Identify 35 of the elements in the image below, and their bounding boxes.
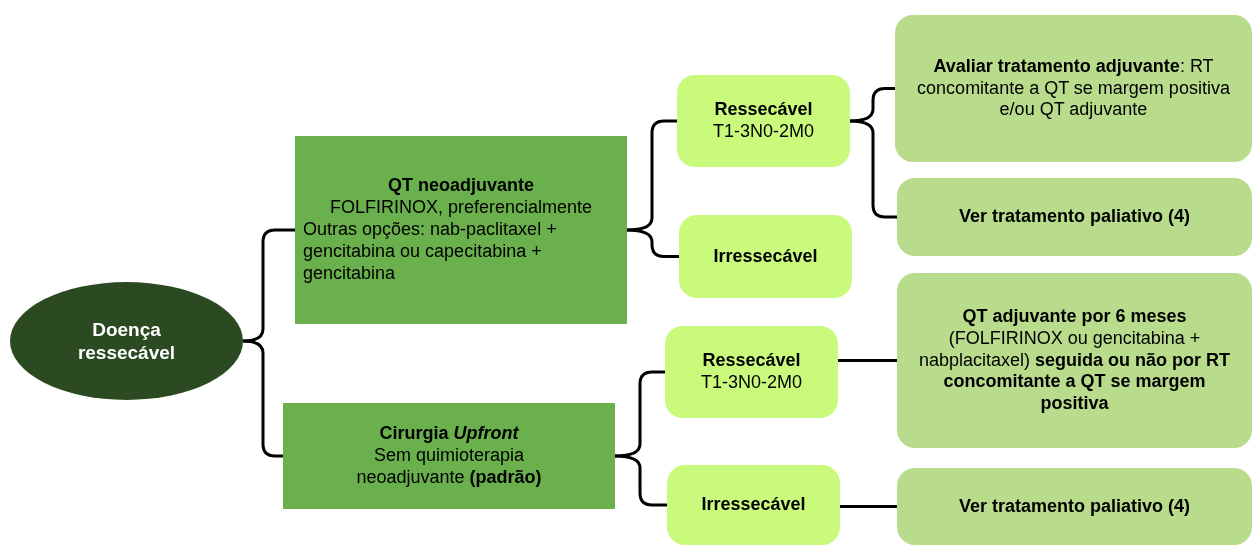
recommendation-box — [897, 178, 1252, 256]
node-text: FOLFIRINOX, preferencialmente — [328, 197, 594, 219]
node-title: Cirurgia Upfront — [378, 423, 520, 445]
recommendation-box — [897, 468, 1252, 545]
recommendation-box — [895, 15, 1252, 162]
outcome-box — [679, 215, 852, 298]
outcome-box — [677, 75, 850, 167]
node-title: Ressecável — [713, 99, 814, 121]
recommendation-box — [897, 273, 1252, 448]
node-text: T1-3N0-2M0 — [700, 372, 803, 394]
node-title: Doença ressecável — [76, 317, 177, 365]
node-title: Avaliar tratamento adjuvante: RT concomitante a QT se margem positiva e/ou QT adjuvante — [916, 55, 1231, 122]
outcome-box — [667, 465, 840, 545]
connector-line — [626, 119, 677, 232]
node-text: Outras opções: nab-paclitaxel + gencitabina ou capecitabina + gencitabina — [303, 219, 558, 285]
node-title: QT adjuvante por 6 meses (FOLFIRINOX ou gencitabina + nabplacitaxel) seguida ou não por RT concomitante a QT se margem positiva — [917, 305, 1232, 416]
node-title: Ver tratamento paliativo (4) — [957, 495, 1192, 518]
connector-line — [242, 228, 295, 343]
connector-line — [840, 505, 897, 508]
node-title: Irressecável — [712, 245, 819, 268]
node-text: T1-3N0-2M0 — [712, 121, 815, 143]
connector-line — [614, 454, 667, 507]
outcome-box — [665, 326, 838, 418]
node-text: Sem quimioterapia neoadjuvante (padrão) — [355, 445, 543, 489]
connector-line — [849, 87, 895, 123]
connector-line — [838, 359, 897, 362]
node-title: QT neoadjuvante — [387, 175, 535, 198]
connector-line — [614, 370, 665, 458]
connector-line — [626, 228, 679, 258]
node-title: Ressecável — [701, 350, 802, 372]
connector-line — [849, 119, 897, 219]
treatment-box — [283, 403, 615, 509]
node-title: Ver tratamento paliativo (4) — [957, 206, 1192, 228]
treatment-box — [295, 136, 627, 324]
node-title: Irressecável — [700, 494, 807, 516]
